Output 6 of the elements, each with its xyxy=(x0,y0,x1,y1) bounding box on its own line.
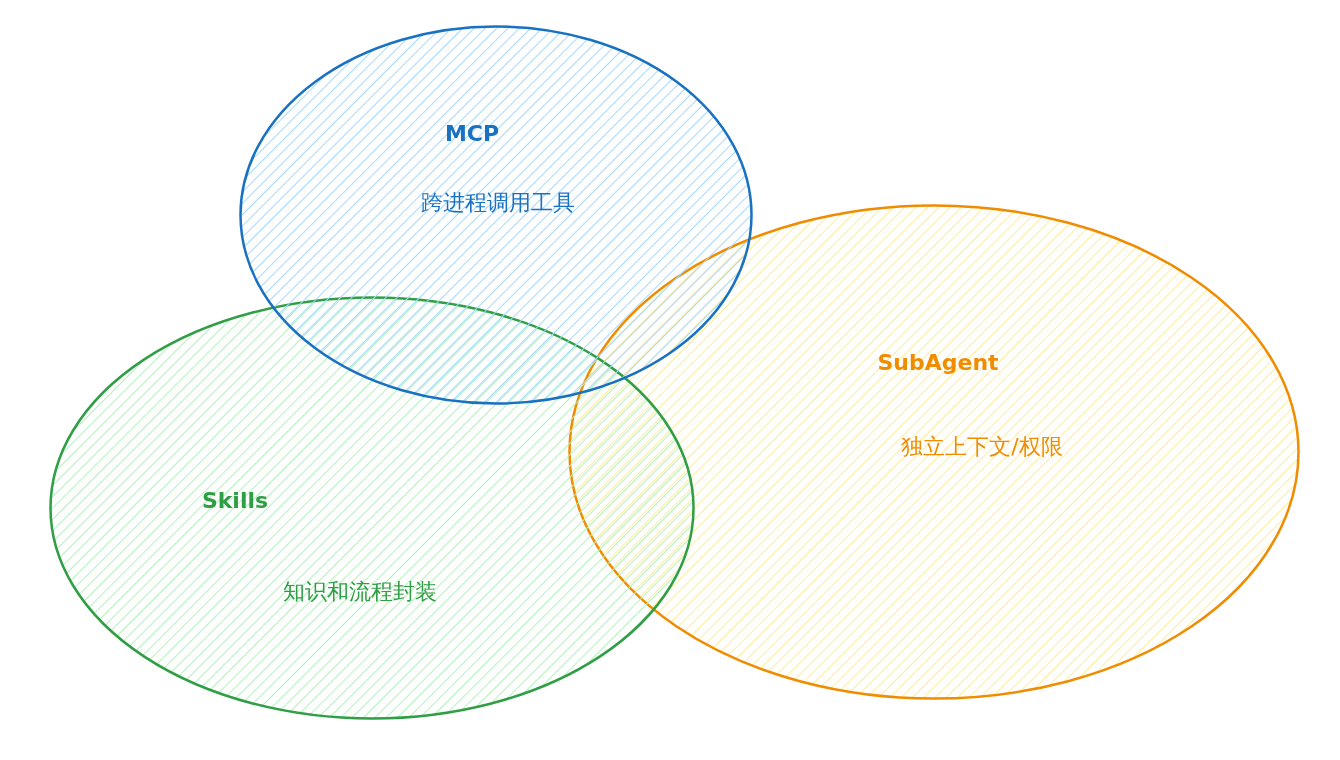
set-description: 独立上下文/权限 xyxy=(901,433,1063,461)
set-description: 跨进程调用工具 xyxy=(421,189,575,217)
set-title: SubAgent xyxy=(877,349,999,375)
set-title: MCP xyxy=(444,120,500,146)
set-description: 知识和流程封装 xyxy=(283,578,437,606)
set-title: Skills xyxy=(201,487,269,513)
